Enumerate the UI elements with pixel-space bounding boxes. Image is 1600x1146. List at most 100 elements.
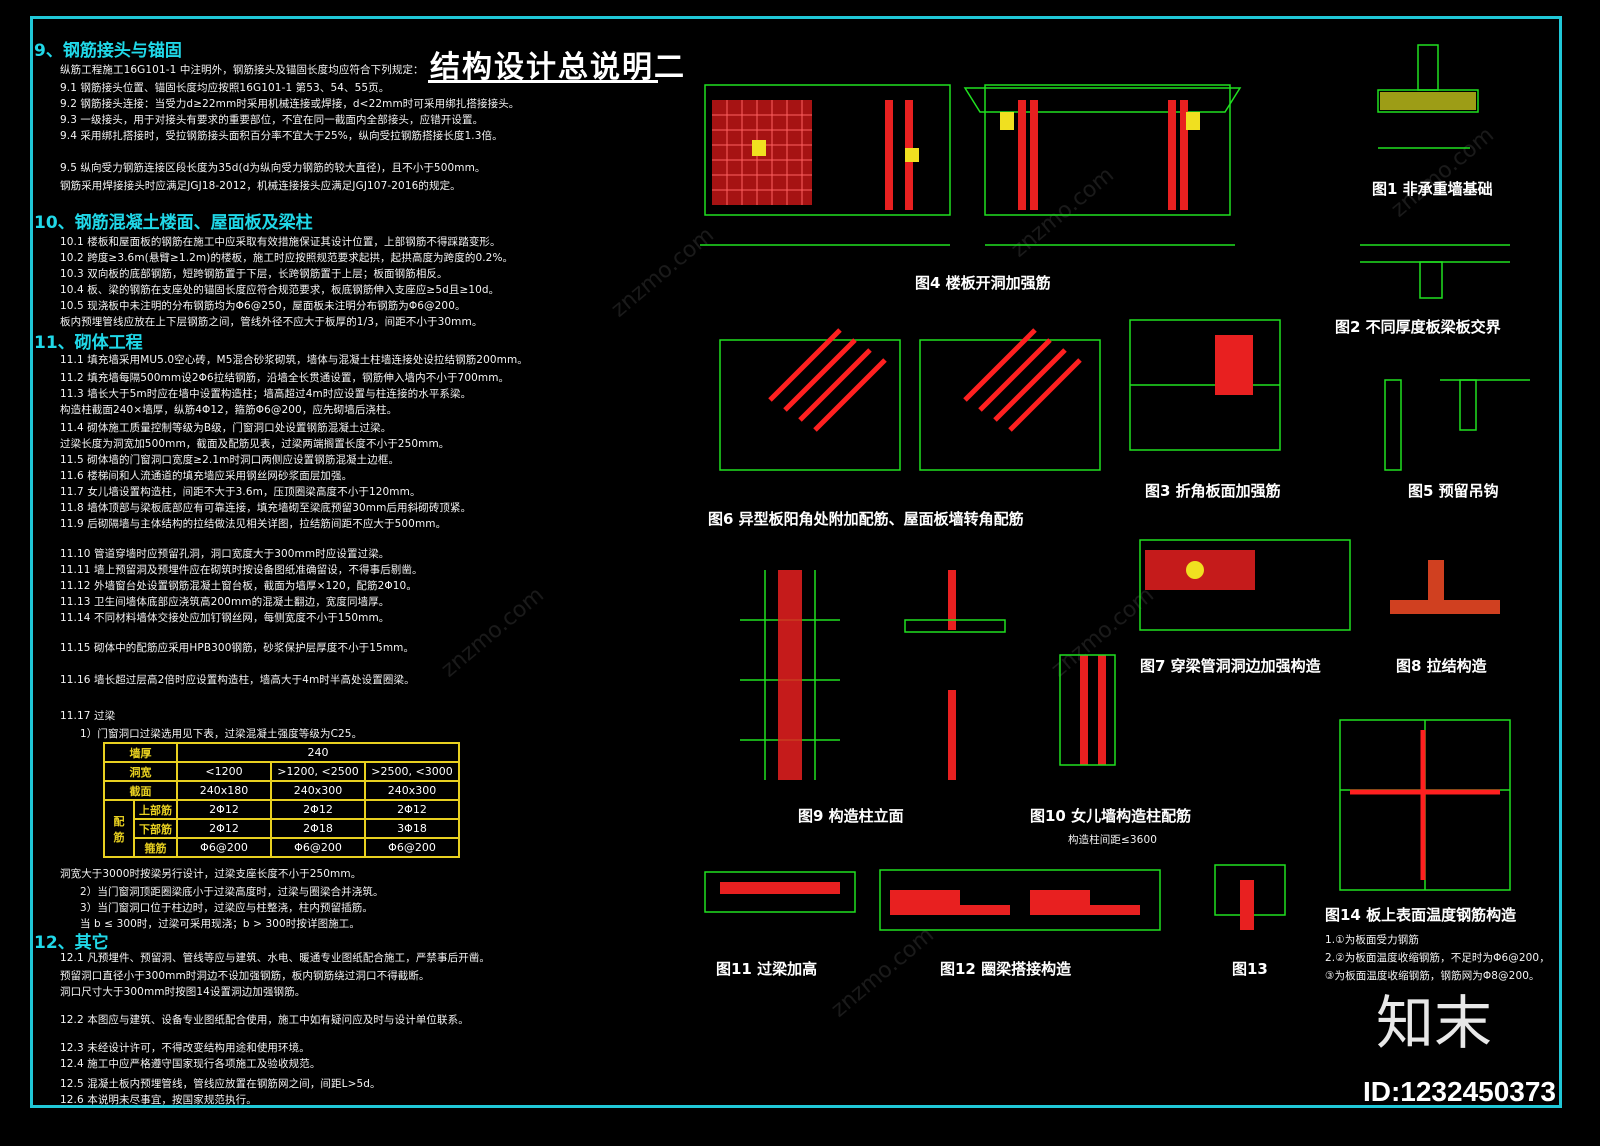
table-cell: 洞宽 xyxy=(103,761,178,782)
spec-line: 1）门窗洞口过梁选用见下表，过梁混凝土强度等级为C25。 xyxy=(80,728,363,740)
table-cell: Φ6@200 xyxy=(270,837,366,858)
spec-line: 预留洞口直径小于300mm时洞边不设加强钢筋，板内钢筋绕过洞口不得截断。 xyxy=(60,970,430,982)
table-cell: Φ6@200 xyxy=(176,837,272,858)
spec-line: 9.5 纵向受力钢筋连接区段长度为35d(d为纵向受力钢筋的较大直径)，且不小于… xyxy=(60,162,486,174)
spec-line: 9.3 一级接头，用于对接头有要求的重要部位，不宜在同一截面内全部接头，应错开设… xyxy=(60,114,484,126)
title-underline xyxy=(428,80,658,83)
figure-caption: 图1 非承重墙基础 xyxy=(1372,180,1493,198)
spec-line: 10.5 现浇板中未注明的分布钢筋均为Φ6@250，屋面板未注明分布钢筋为Φ6@… xyxy=(60,300,466,312)
spec-line: 10.2 跨度≥3.6m(悬臂≥1.2m)的楼板，施工时应按照规范要求起拱，起拱… xyxy=(60,252,514,264)
figure-caption: 图6 异型板阳角处附加配筋、屋面板墙转角配筋 xyxy=(708,510,1024,528)
spec-line: 洞口尺寸大于300mm时按图14设置洞边加强钢筋。 xyxy=(60,986,306,998)
table-cell: >1200, <2500 xyxy=(270,761,366,782)
figure-caption: 图13 xyxy=(1232,960,1268,978)
spec-line: 过梁长度为洞宽加500mm，截面及配筋见表，过梁两端搁置长度不小于250mm。 xyxy=(60,438,450,450)
spec-line: 9.4 采用绑扎搭接时，受拉钢筋接头面积百分率不宜大于25%，纵向受拉钢筋搭接长… xyxy=(60,130,503,142)
table-cell: 240x180 xyxy=(176,780,272,801)
table-cell: 2Φ12 xyxy=(364,799,460,820)
fig11-lintel xyxy=(720,882,840,894)
spec-line: 2）当门窗洞顶距圈梁底小于过梁高度时，过梁与圈梁合并浇筑。 xyxy=(80,886,384,898)
spec-line: 11.1 填充墙采用MU5.0空心砖，M5混合砂浆砌筑，墙体与混凝土柱墙连接处设… xyxy=(60,354,528,366)
fig2-slab-junction xyxy=(1360,244,1510,299)
asset-id: ID:1232450373 xyxy=(1362,1076,1556,1107)
spec-line: 12.2 本图应与建筑、设备专业图纸配合使用，施工中如有疑问应及时与设计单位联系… xyxy=(60,1014,469,1026)
spec-line: 11.12 外墙窗台处设置钢筋混凝土窗台板，截面为墙厚×120，配筋2Φ10。 xyxy=(60,580,417,592)
spec-line: 10.3 双向板的底部钢筋，短跨钢筋置于下层，长跨钢筋置于上层；板面钢筋相反。 xyxy=(60,268,448,280)
spec-line: 11.2 填充墙每隔500mm设2Φ6拉结钢筋，沿墙全长贯通设置，钢筋伸入墙内不… xyxy=(60,372,510,384)
spec-line: 板内预埋管线应放在上下层钢筋之间，管线外径不应大于板厚的1/3，间距不小于30m… xyxy=(60,316,483,328)
figure-caption: 图4 楼板开洞加强筋 xyxy=(915,274,1051,292)
spec-line: 11.3 墙长大于5m时应在墙中设置构造柱；墙高超过4m时应设置与柱连接的水平系… xyxy=(60,388,472,400)
spec-line: 11.16 墙长超过层高2倍时应设置构造柱，墙高大于4m时半高处设置圈梁。 xyxy=(60,674,415,686)
spec-line: 洞宽大于3000时按梁另行设计，过梁支座长度不小于250mm。 xyxy=(60,868,362,880)
fig3-folded-slab xyxy=(1129,319,1281,451)
table-cell: 配筋 xyxy=(103,799,135,858)
fig5-lifting-hook xyxy=(1384,379,1530,471)
spec-line: 10.1 楼板和屋面板的钢筋在施工中应采取有效措施保证其设计位置，上部钢筋不得踩… xyxy=(60,236,501,248)
spec-line: 3）当门窗洞口位于柱边时，过梁应与柱整浇，柱内预留插筋。 xyxy=(80,902,373,914)
fig4-slab-outline xyxy=(704,84,951,216)
fig6-corner-rebar xyxy=(768,328,1082,432)
fig1-footing xyxy=(1380,92,1476,110)
figure-caption: 图3 折角板面加强筋 xyxy=(1145,482,1281,500)
spec-line: 11.15 砌体中的配筋应采用HPB300钢筋，砂浆保护层厚度不小于15mm。 xyxy=(60,642,415,654)
spec-line: 钢筋采用焊接接头时应满足JGJ18-2012，机械连接接头应满足JGJ107-2… xyxy=(60,180,461,192)
spec-line: 11.11 墙上预留洞及预埋件应在砌筑时按设备图纸准确留设，不得事后剔凿。 xyxy=(60,564,423,576)
fig4-rebar-grid xyxy=(712,100,812,205)
fig13-detail xyxy=(1240,880,1254,930)
fig12-ring-beam xyxy=(890,890,1010,915)
drawing-frame xyxy=(30,16,1562,1108)
figure-caption: 图10 女儿墙构造柱配筋 xyxy=(1030,807,1192,825)
fig10-parapet-rebar xyxy=(948,570,1106,780)
table-cell: 240 xyxy=(176,742,460,763)
fig14-note: 2.②为板面温度收缩钢筋，不足时为Φ6@200， xyxy=(1325,952,1550,964)
fig9-column-rebar xyxy=(778,570,802,780)
spec-line: 11.10 管道穿墙时应预留孔洞，洞口宽度大于300mm时应设置过梁。 xyxy=(60,548,390,560)
spec-line: 11.9 后砌隔墙与主体结构的拉结做法见相关详图，拉结筋间距不应大于500mm。 xyxy=(60,518,447,530)
table-cell: Φ6@200 xyxy=(364,837,460,858)
spec-line: 11.5 砌体墙的门窗洞口宽度≥2.1m时洞口两侧应设置钢筋混凝土边框。 xyxy=(60,454,400,466)
figure-subcaption: 构造柱间距≤3600 xyxy=(1068,834,1158,846)
figure-caption: 图9 构造柱立面 xyxy=(798,807,904,825)
spec-line: 11.4 砌体施工质量控制等级为B级，门窗洞口处设置钢筋混凝土过梁。 xyxy=(60,422,392,434)
table-cell: 截面 xyxy=(103,780,178,801)
table-cell: 2Φ12 xyxy=(176,799,272,820)
figure-caption: 图11 过梁加高 xyxy=(716,960,818,978)
spec-line: 12.6 本说明未尽事宜，按国家规范执行。 xyxy=(60,1094,257,1106)
table-cell: 2Φ12 xyxy=(176,818,272,839)
brand-logo: 知末 xyxy=(1375,989,1492,1057)
fig14-note: ③为板面温度收缩钢筋，钢筋网为Φ8@200。 xyxy=(1325,970,1540,982)
spec-line: 11.13 卫生间墙体底部应浇筑高200mm的混凝土翻边，宽度同墙厚。 xyxy=(60,596,390,608)
spec-line: 12.3 未经设计许可，不得改变结构用途和使用环境。 xyxy=(60,1042,310,1054)
spec-line: 11.17 过梁 xyxy=(60,710,116,722)
spec-line: 12.5 混凝土板内预埋管线，管线应放置在钢筋网之间，间距L>5d。 xyxy=(60,1078,381,1090)
fig14-note: 1.①为板面受力钢筋 xyxy=(1325,934,1419,946)
table-cell: 3Φ18 xyxy=(364,818,460,839)
table-cell: 箍筋 xyxy=(133,837,178,858)
section-heading: 12、其它 xyxy=(34,933,109,953)
figure-caption: 图7 穿梁管洞洞边加强构造 xyxy=(1140,657,1321,675)
spec-line: 10.4 板、梁的钢筋在支座处的锚固长度应符合规范要求，板底钢筋伸入支座应≥5d… xyxy=(60,284,500,296)
figure-caption: 图5 预留吊钩 xyxy=(1408,482,1499,500)
table-cell: 下部筋 xyxy=(133,818,178,839)
section-heading: 11、砌体工程 xyxy=(34,333,143,353)
table-cell: 240x300 xyxy=(270,780,366,801)
table-cell: <1200 xyxy=(176,761,272,782)
spec-line: 12.1 凡预埋件、预留洞、管线等应与建筑、水电、暖通专业图纸配合施工，严禁事后… xyxy=(60,952,491,964)
fig4-beam-rebar xyxy=(885,100,1188,210)
fig4-slab-outline xyxy=(984,84,1231,216)
spec-line: 纵筋工程施工16G101-1 中注明外，钢筋接头及锚固长度均应符合下列规定： xyxy=(60,64,424,76)
spec-line: 9.1 钢筋接头位置、锚固长度均应按照16G101-1 第53、54、55页。 xyxy=(60,82,390,94)
fig14-rebar xyxy=(1350,730,1500,880)
spec-line: 构造柱截面240×墙厚，纵筋4Φ12，箍筋Φ6@200，应先砌墙后浇柱。 xyxy=(60,404,398,416)
figure-caption: 图14 板上表面温度钢筋构造 xyxy=(1325,906,1517,924)
page-title: 结构设计总说明二 xyxy=(430,50,686,85)
figure-caption: 图2 不同厚度板梁板交界 xyxy=(1335,318,1501,336)
spec-line: 12.4 施工中应严格遵守国家现行各项施工及验收规范。 xyxy=(60,1058,321,1070)
spec-line: 11.7 女儿墙设置构造柱，间距不大于3.6m，压顶圈梁高度不小于120mm。 xyxy=(60,486,421,498)
table-cell: 240x300 xyxy=(364,780,460,801)
spec-line: 9.2 钢筋接头连接：当受力d≥22mm时采用机械连接或焊接，d<22mm时可采… xyxy=(60,98,520,110)
spec-line: 11.8 墙体顶部与梁板底部应有可靠连接，填充墙砌至梁底预留30mm后用斜砌砖顶… xyxy=(60,502,472,514)
section-heading: 9、钢筋接头与锚固 xyxy=(34,41,182,61)
